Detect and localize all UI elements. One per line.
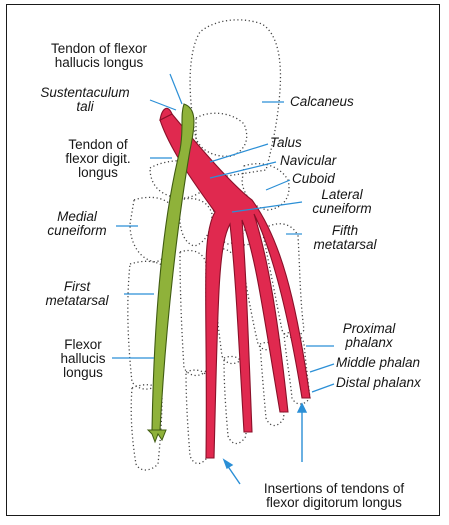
- label-insertions-line1: Insertions of tendons of: [232, 482, 436, 496]
- label-tendon-fdl-line1: Tendon of: [44, 138, 152, 152]
- second-metatarsal-outline: [180, 251, 208, 376]
- label-sustentaculum-line2: tali: [12, 100, 158, 114]
- leader-cuboid: [266, 180, 290, 190]
- label-talus: Talus: [270, 136, 302, 150]
- leader-middle-phalanx: [310, 364, 334, 372]
- label-proximal-phalanx: Proximal phalanx: [334, 322, 404, 350]
- label-insertions: Insertions of tendons of flexor digitoru…: [232, 482, 436, 510]
- label-medial-cuneiform: Medial cuneiform: [40, 210, 114, 238]
- label-distal-phalanx: Distal phalanx: [336, 376, 421, 390]
- label-tendon-fhl-line1: Tendon of flexor: [28, 42, 170, 56]
- label-first-metatarsal-line1: First: [30, 280, 124, 294]
- fhl-tendon: [152, 104, 194, 430]
- label-tendon-fdl-line2: flexor digit.: [44, 152, 152, 166]
- label-lateral-cuneiform-line2: cuneiform: [304, 202, 380, 216]
- label-lateral-cuneiform-line1: Lateral: [304, 188, 380, 202]
- label-tendon-fhl-line2: hallucis longus: [28, 56, 170, 70]
- second-toe-outline: [186, 370, 209, 463]
- label-calcaneus: Calcaneus: [290, 95, 354, 109]
- label-proximal-phalanx-line1: Proximal: [334, 322, 404, 336]
- label-fhl-line3: longus: [52, 366, 114, 380]
- label-first-metatarsal: First metatarsal: [30, 280, 124, 308]
- label-medial-cuneiform-line1: Medial: [40, 210, 114, 224]
- label-lateral-cuneiform: Lateral cuneiform: [304, 188, 380, 216]
- label-medial-cuneiform-line2: cuneiform: [40, 224, 114, 238]
- label-tendon-fdl-line3: longus: [44, 166, 152, 180]
- label-insertions-line2: flexor digitorum longus: [232, 496, 436, 510]
- label-cuboid: Cuboid: [292, 172, 335, 186]
- leader-talus: [210, 144, 268, 162]
- label-tendon-fdl: Tendon of flexor digit. longus: [44, 138, 152, 180]
- label-fhl-line1: Flexor: [52, 338, 114, 352]
- label-sustentaculum: Sustentaculum tali: [12, 86, 158, 114]
- label-navicular: Navicular: [280, 154, 336, 168]
- talus-outline: [196, 113, 247, 156]
- label-fifth-metatarsal-line1: Fifth: [304, 224, 386, 238]
- leader-distal-phalanx: [312, 384, 334, 392]
- label-fifth-metatarsal-line2: metatarsal: [304, 238, 386, 252]
- label-sustentaculum-line1: Sustentaculum: [12, 86, 158, 100]
- label-fifth-metatarsal: Fifth metatarsal: [304, 224, 386, 252]
- label-fhl: Flexor hallucis longus: [52, 338, 114, 380]
- fhl-tendon-frayed-end: [148, 430, 166, 442]
- insertion-arrowhead-right: [298, 404, 306, 412]
- label-middle-phalanx: Middle phalan: [336, 356, 420, 370]
- insertion-arrowhead-left: [224, 460, 232, 468]
- label-proximal-phalanx-line2: phalanx: [334, 336, 404, 350]
- leader-tendon-fhl: [170, 74, 182, 104]
- label-tendon-fhl: Tendon of flexor hallucis longus: [28, 42, 170, 70]
- label-first-metatarsal-line2: metatarsal: [30, 294, 124, 308]
- label-fhl-line2: hallucis: [52, 352, 114, 366]
